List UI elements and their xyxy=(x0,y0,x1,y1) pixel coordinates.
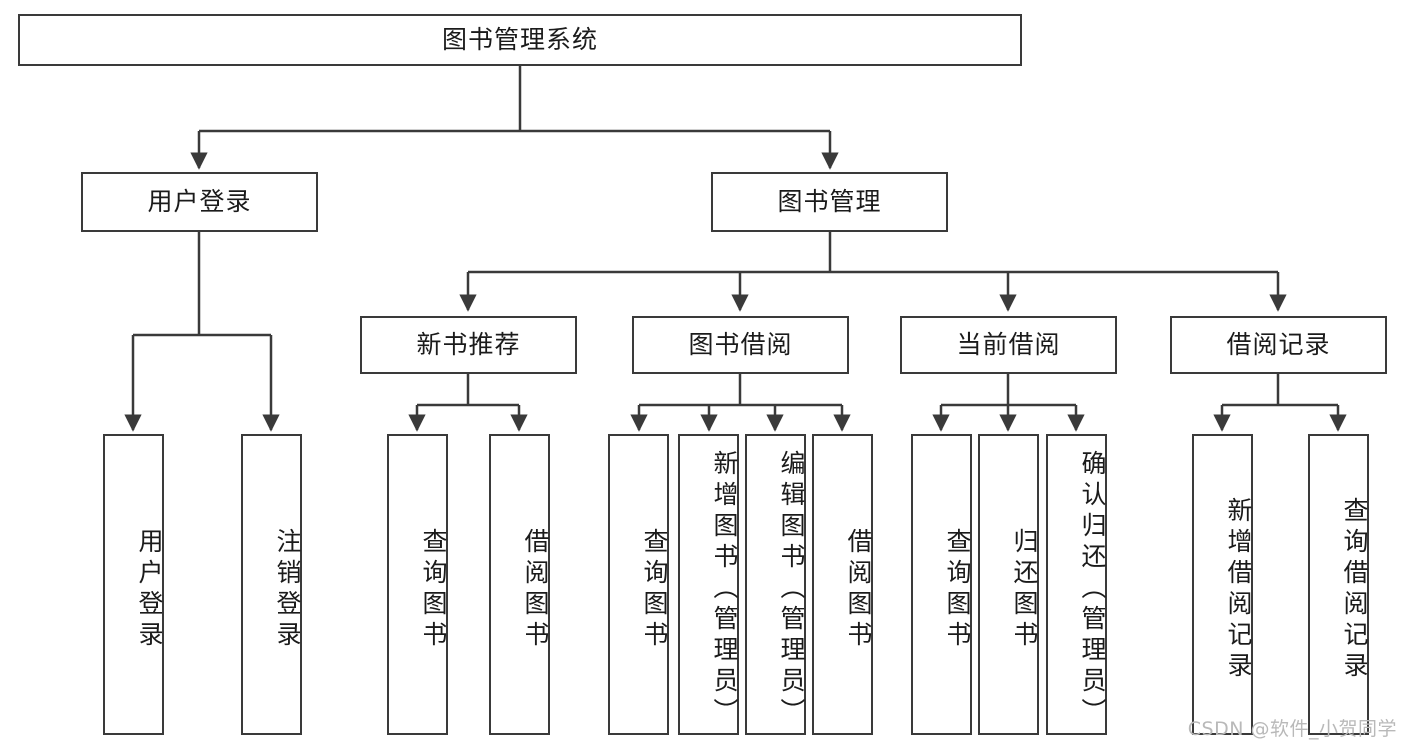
node-leaf-add-book[interactable]: 新增图书（管理员） xyxy=(678,434,739,735)
node-label: 查询借阅记录 xyxy=(1340,496,1369,683)
node-label: 借阅记录 xyxy=(1226,330,1331,360)
node-label: 归还图书 xyxy=(1010,527,1039,652)
node-label: 借阅图书 xyxy=(844,527,873,652)
node-book-borrow[interactable]: 图书借阅 xyxy=(632,316,849,374)
node-user-login[interactable]: 用户登录 xyxy=(81,172,318,232)
node-leaf-borrow-book-2[interactable]: 借阅图书 xyxy=(812,434,873,735)
node-leaf-edit-book[interactable]: 编辑图书（管理员） xyxy=(745,434,806,735)
node-label: 新增借阅记录 xyxy=(1224,496,1253,683)
node-root-book-management-system[interactable]: 图书管理系统 xyxy=(18,14,1022,66)
node-leaf-return-book[interactable]: 归还图书 xyxy=(978,434,1039,735)
node-label: 确认归还（管理员） xyxy=(1078,450,1107,729)
node-leaf-user-logout[interactable]: 注销登录 xyxy=(241,434,302,735)
node-leaf-query-book-3[interactable]: 查询图书 xyxy=(911,434,972,735)
node-new-book-recommend[interactable]: 新书推荐 xyxy=(360,316,577,374)
node-label: 当前借阅 xyxy=(956,330,1061,360)
node-label: 用户登录 xyxy=(147,187,252,217)
node-leaf-query-book-1[interactable]: 查询图书 xyxy=(387,434,448,735)
node-book-manage[interactable]: 图书管理 xyxy=(711,172,948,232)
node-label: 查询图书 xyxy=(419,527,448,652)
node-leaf-confirm-return[interactable]: 确认归还（管理员） xyxy=(1046,434,1107,735)
node-leaf-query-record[interactable]: 查询借阅记录 xyxy=(1308,434,1369,735)
node-leaf-add-record[interactable]: 新增借阅记录 xyxy=(1192,434,1253,735)
node-label: 查询图书 xyxy=(943,527,972,652)
node-label: 注销登录 xyxy=(273,527,302,652)
node-current-borrow[interactable]: 当前借阅 xyxy=(900,316,1117,374)
node-label: 图书管理系统 xyxy=(441,25,598,55)
node-label: 编辑图书（管理员） xyxy=(777,450,806,729)
node-label: 新增图书（管理员） xyxy=(710,450,739,729)
csdn-watermark: CSDN @软件_小贺同学 xyxy=(1187,718,1397,740)
node-label: 新书推荐 xyxy=(416,330,521,360)
node-leaf-query-book-2[interactable]: 查询图书 xyxy=(608,434,669,735)
node-leaf-borrow-book-1[interactable]: 借阅图书 xyxy=(489,434,550,735)
node-label: 图书管理 xyxy=(777,187,882,217)
node-leaf-user-login[interactable]: 用户登录 xyxy=(103,434,164,735)
node-label: 图书借阅 xyxy=(688,330,793,360)
node-label: 借阅图书 xyxy=(521,527,550,652)
node-label: 用户登录 xyxy=(135,527,164,652)
node-label: 查询图书 xyxy=(640,527,669,652)
node-borrow-record[interactable]: 借阅记录 xyxy=(1170,316,1387,374)
